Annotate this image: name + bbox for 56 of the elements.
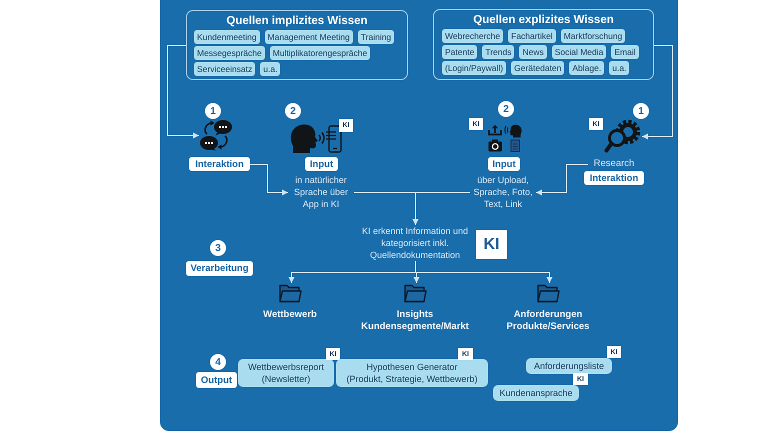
source-group-box [433,9,654,80]
description-text: in natürlicher Sprache über App in KI [288,174,354,210]
step-label: Interaktion [584,171,644,185]
output-tag [238,359,334,387]
category-caption: Wettbewerb [262,309,318,321]
gear-magnifier-icon [604,119,642,153]
source-tag: Messegespräche [194,46,265,60]
source-tag: u.a. [609,61,630,75]
folder-icon [404,283,427,303]
source-tag: Marktforschung [560,29,626,43]
source-tag: Ablage. [569,61,604,75]
arrow [536,164,588,196]
step-label: Output [196,372,237,388]
tag-detail: (Newsletter) [262,373,310,385]
arrow [167,45,200,138]
tag-detail: (Produkt, Strategie, Wettbewerb) [346,373,478,385]
source-tag: Serviceeinsatz [194,62,256,76]
source-tag: Gerätedaten [511,61,564,75]
source-tag: Fachartikel [508,29,556,43]
source-tag: Social Media [552,45,606,59]
step-label: Interaktion [189,157,250,171]
process-description: KI erkennt Information und kategorisiert inkl. Quellendokumentation [355,225,475,261]
step-label: Input [488,157,520,171]
step-label: Input [305,157,338,171]
step-caption: Research [588,158,640,170]
output-tag [336,359,488,387]
group-heading: Quellen implizites Wissen [225,15,369,28]
folder-icon [537,283,560,303]
source-tag: Training [358,30,394,44]
arrow [412,192,470,226]
source-tag: Kundenmeeting [194,30,260,44]
folder-icon [279,283,302,303]
arrow [415,260,552,284]
category-caption: Insights Kundensegmente/Markt [360,309,470,333]
source-tag: Management Meeting [264,30,353,44]
ai-tag: KI [476,230,507,259]
source-tag: (Login/Paywall) [442,61,506,75]
source-tag: Webrecherche [442,29,504,43]
source-tag: Patente [442,45,478,59]
source-tag: Multiplikatorengespräche [270,46,370,60]
group-heading: Quellen explizites Wissen [472,14,615,27]
source-tag: Email [611,45,639,59]
chat-bubbles-icon [199,119,233,151]
description-text: über Upload, Sprache, Foto, Text, Link [470,174,536,210]
tag-title: Wettbewerbsreport [248,361,324,373]
output-tag: Kundenansprache [493,385,579,401]
source-tag: u.a. [260,62,280,76]
source-tag: News [519,45,547,59]
step-label: Verarbeitung [186,261,253,276]
tag-title: Hypothesen Generator [366,361,458,373]
source-tag: Trends [482,45,514,59]
output-tag: Anforderungsliste [526,358,612,374]
arrow [250,164,288,196]
source-group-box [186,10,408,80]
category-caption: Anforderungen Produkte/Services [506,309,590,333]
arrow [642,45,673,140]
